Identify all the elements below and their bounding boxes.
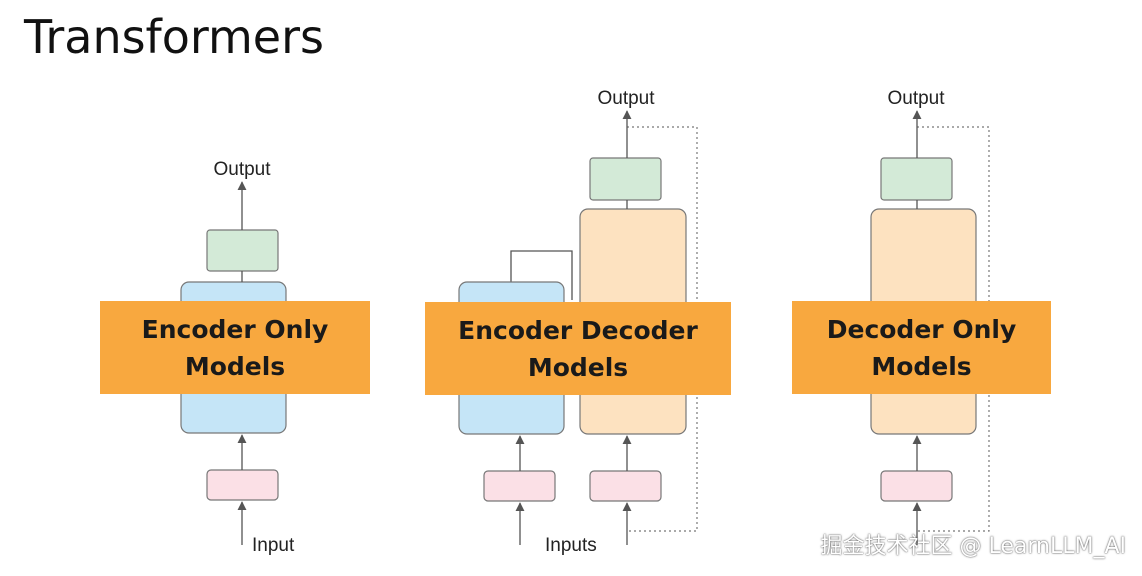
decoder-only-banner-line1: Decoder Only xyxy=(826,314,1017,344)
encoder-only-banner-line1: Encoder Only xyxy=(141,314,329,344)
cross-attention-connector xyxy=(510,250,573,300)
decoder-only-banner: Decoder Only Models xyxy=(792,301,1051,394)
encoder-decoder-decoder-embedding xyxy=(589,470,662,502)
decoder-only-feedback-loop xyxy=(917,126,990,532)
decoder-only-output-layer xyxy=(880,157,953,201)
page-title: Transformers xyxy=(24,10,324,64)
encoder-only-banner-line2: Models xyxy=(184,351,286,381)
encoder-decoder-output-label: Output xyxy=(597,88,655,109)
encoder-only-output-label: Output xyxy=(213,159,271,180)
encoder-decoder-banner: Encoder Decoder Models xyxy=(425,302,731,395)
encoder-decoder-encoder-embedding xyxy=(483,470,556,502)
encoder-decoder-input-label: Inputs xyxy=(545,535,597,556)
encoder-only-embedding xyxy=(206,469,279,501)
decoder-only-embedding xyxy=(880,470,953,502)
decoder-only-output-label: Output xyxy=(887,88,945,109)
encoder-decoder-output-layer xyxy=(589,157,662,201)
encoder-only-banner: Encoder Only Models xyxy=(100,301,370,394)
encoder-decoder-banner-line1: Encoder Decoder xyxy=(458,315,698,345)
encoder-only-input-label: Input xyxy=(252,535,295,556)
watermark: 掘金技术社区 @ LearnLLM_AI xyxy=(820,534,1126,559)
decoder-only-banner-line2: Models xyxy=(871,351,972,381)
encoder-decoder-banner-line2: Models xyxy=(527,352,629,382)
encoder-only-output-layer xyxy=(206,229,279,272)
